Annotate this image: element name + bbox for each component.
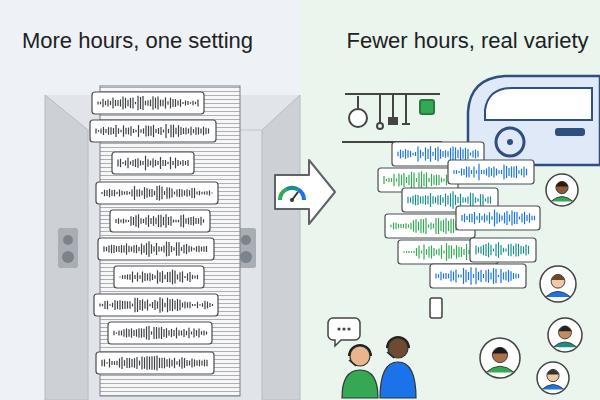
audio-clip [92, 92, 204, 114]
audio-clip [90, 120, 216, 142]
person-avatar [480, 338, 520, 378]
audio-clip [114, 266, 204, 288]
audio-clip [98, 238, 214, 260]
audio-clip [448, 160, 534, 184]
audio-clip [470, 238, 536, 262]
audio-clip [430, 264, 526, 288]
panel-heading: More hours, one setting [0, 28, 275, 54]
audio-clip [456, 206, 540, 230]
audio-clip [96, 352, 214, 374]
phone-icon [430, 298, 442, 318]
audio-clip [94, 294, 218, 316]
car-interior-icon [468, 76, 600, 165]
chat-bubble [328, 318, 360, 346]
left-panel-ground [0, 0, 300, 400]
audio-clip-stack [90, 92, 218, 374]
panel: More hours, one setting [0, 0, 275, 400]
right-panel-ground [300, 0, 600, 400]
kitchen-icon [342, 94, 442, 142]
support-agent [342, 345, 378, 398]
panel: Fewer hours, real variety [335, 0, 600, 400]
person-avatar [548, 318, 582, 352]
audio-clip [96, 182, 218, 204]
audio-clip-variety [378, 142, 540, 288]
audio-clip [112, 152, 194, 174]
audio-clip [110, 210, 210, 232]
person-avatar [540, 266, 576, 302]
support-agent [380, 337, 416, 398]
person-avatar [546, 174, 578, 206]
audio-clip [108, 322, 212, 344]
studio-room [45, 95, 300, 400]
speaker-avatars [342, 174, 582, 398]
person-avatar [537, 362, 569, 394]
block-arrow [275, 160, 335, 224]
panel-heading: Fewer hours, real variety [335, 28, 600, 54]
